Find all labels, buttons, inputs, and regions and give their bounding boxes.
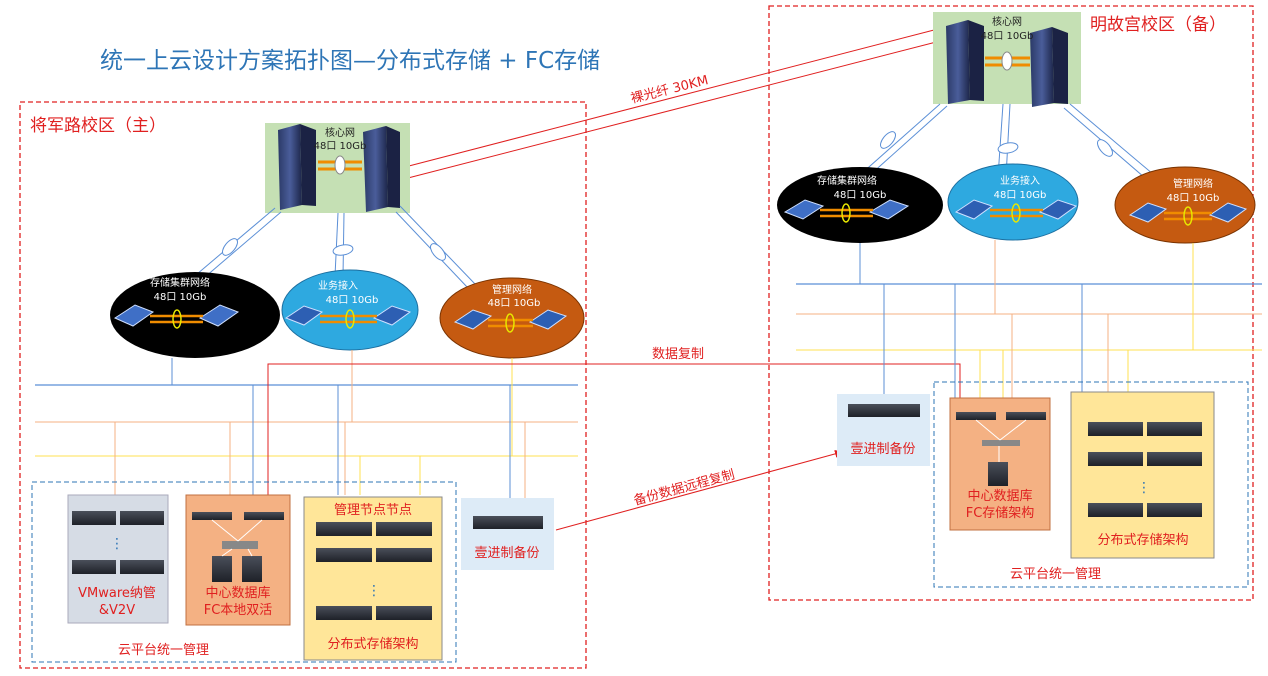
left-storage-network-label: 存储集群网络 xyxy=(150,276,210,289)
right-distributed-box xyxy=(1070,391,1215,559)
server-rack-icon xyxy=(848,404,920,417)
left-core-ports: 48口 10Gb xyxy=(314,141,367,152)
left-distributed-box xyxy=(303,496,443,661)
backup-replication-label: 备份数据远程复制 xyxy=(632,466,737,508)
right-cloud-mgmt-label: 云平台统一管理 xyxy=(1010,567,1101,582)
left-region-box xyxy=(19,101,587,669)
fiber-link-line xyxy=(404,29,935,168)
server-rack-icon xyxy=(1088,422,1202,517)
right-mgmt-label: 管理网络 xyxy=(1173,177,1213,190)
svg-text:⋮: ⋮ xyxy=(1137,480,1151,496)
right-storage-network-ports: 48口 10Gb xyxy=(834,190,887,201)
server-rack-icon xyxy=(192,512,284,582)
server-rack-icon xyxy=(956,412,1046,486)
right-storage-network xyxy=(777,167,943,243)
fiber-link-line xyxy=(407,39,945,179)
data-replication-label: 数据复制 xyxy=(652,347,704,362)
svg-text:⋮: ⋮ xyxy=(367,583,381,599)
right-business-network xyxy=(947,163,1079,241)
left-backup-label: 壹进制备份 xyxy=(474,545,539,561)
link-aggregation-icon xyxy=(334,155,346,175)
right-core-ports: 48口 10Gb xyxy=(981,31,1034,42)
right-region-label: 明故宫校区（备） xyxy=(1090,15,1226,35)
right-cloud-platform-box xyxy=(933,381,1249,588)
switch-icon xyxy=(284,305,412,326)
backup-replication-arrow xyxy=(555,449,843,531)
right-backup-label: 壹进制备份 xyxy=(850,441,915,457)
vmware-label-line2: &V2V xyxy=(99,603,135,618)
vmware-label-line1: VMware纳管 xyxy=(78,586,156,601)
data-replication-line xyxy=(267,363,961,495)
left-mgmt-label: 管理网络 xyxy=(492,283,532,296)
left-dist-top-label: 管理节点节点 xyxy=(334,503,412,518)
fiber-link-label: 裸光纤 30KM xyxy=(629,73,710,107)
left-cloud-mgmt-label: 云平台统一管理 xyxy=(118,643,209,658)
right-core-label: 核心网 xyxy=(992,15,1022,28)
left-cloud-platform-box xyxy=(31,481,457,663)
right-business-ports: 48口 10Gb xyxy=(994,190,1047,201)
server-rack-icon xyxy=(473,516,543,529)
right-core-server-icon xyxy=(946,20,1068,107)
right-fc-label-line1: 中心数据库 xyxy=(967,488,1032,504)
left-core-server-icon xyxy=(278,124,400,212)
right-business-label: 业务接入 xyxy=(1000,174,1040,187)
left-storage-network-ports: 48口 10Gb xyxy=(154,292,207,303)
right-storage-network-label: 存储集群网络 xyxy=(817,174,877,187)
left-fc-label-line2: FC本地双活 xyxy=(204,603,273,618)
right-mgmt-ports: 48口 10Gb xyxy=(1167,193,1220,204)
left-business-ports: 48口 10Gb xyxy=(326,295,379,306)
left-backup-box xyxy=(461,498,554,570)
left-region-label: 将军路校区（主） xyxy=(30,116,166,136)
svg-text:⋮: ⋮ xyxy=(110,536,124,552)
right-mgmt-network xyxy=(1114,166,1256,244)
right-dist-label: 分布式存储架构 xyxy=(1097,533,1188,548)
left-dist-bottom-label: 分布式存储架构 xyxy=(327,637,418,652)
right-region-box xyxy=(768,5,1254,601)
left-fc-label-line1: 中心数据库 xyxy=(205,585,270,601)
left-business-label: 业务接入 xyxy=(318,279,358,292)
switch-icon xyxy=(453,309,568,330)
server-rack-icon xyxy=(316,522,432,620)
left-mgmt-ports: 48口 10Gb xyxy=(488,298,541,309)
right-fc-label-line2: FC存储架构 xyxy=(966,506,1035,521)
switch-icon xyxy=(1128,202,1248,223)
switch-icon xyxy=(954,199,1078,220)
switch-icon xyxy=(113,304,240,327)
switch-icon xyxy=(783,199,910,220)
diagram-title: 统一上云设计方案拓扑图—分布式存储 + FC存储 xyxy=(100,48,600,74)
left-core-label: 核心网 xyxy=(325,126,355,139)
server-rack-icon xyxy=(72,511,164,574)
